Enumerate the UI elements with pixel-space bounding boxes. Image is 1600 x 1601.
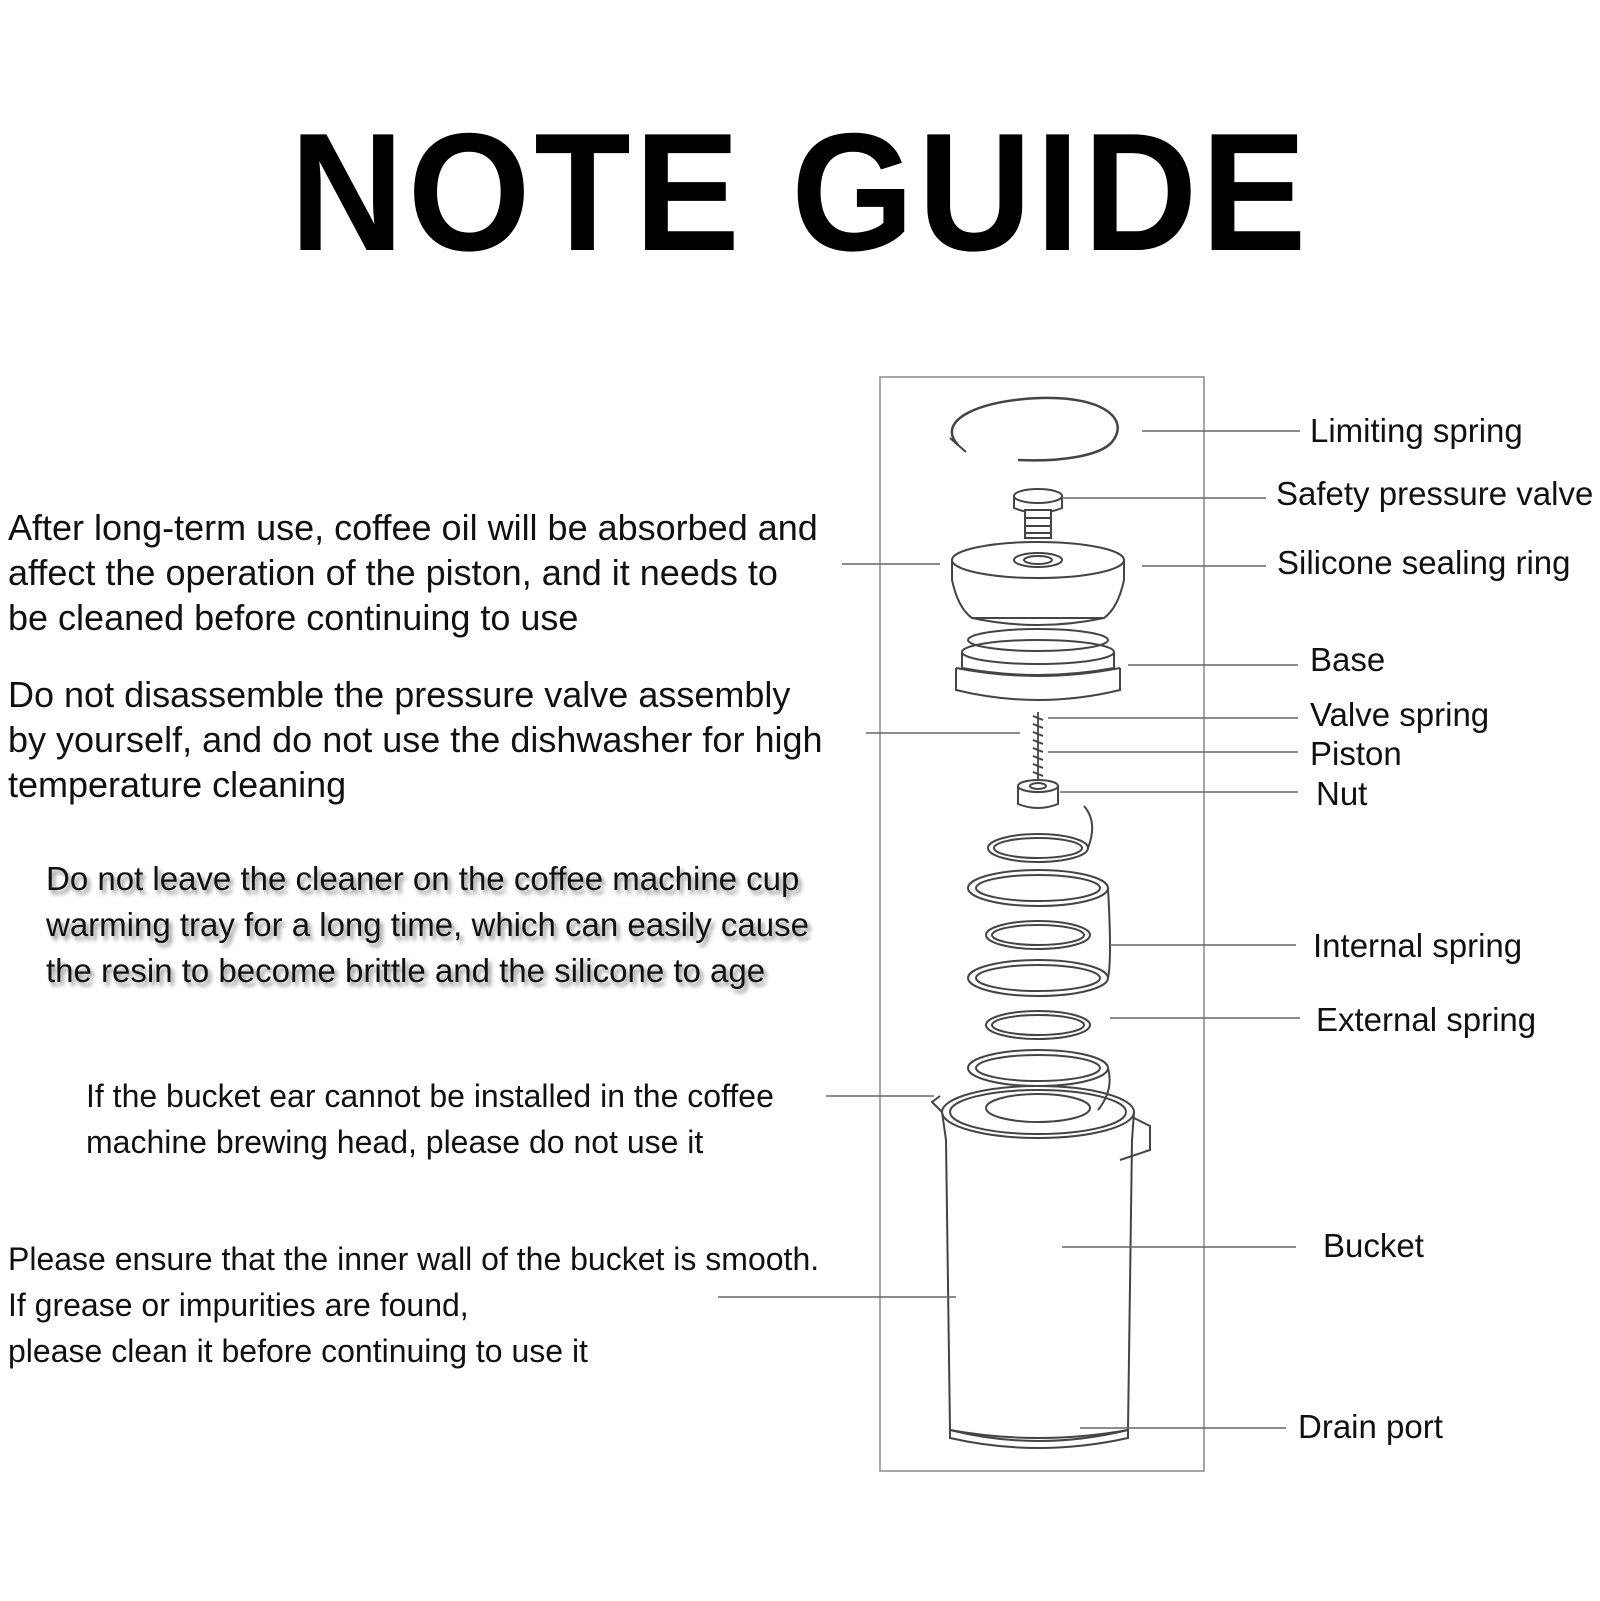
valve-spring-part	[1032, 712, 1044, 780]
label-internal-spring: Internal spring	[1313, 927, 1523, 964]
label-base: Base	[1310, 641, 1386, 678]
note-line: machine brewing head, please do not use …	[86, 1124, 704, 1160]
note-inner-wall: Please ensure that the inner wall of the…	[8, 1236, 819, 1374]
silicone-sealing-ring-part	[951, 541, 1125, 626]
note-bucket-ear: If the bucket ear cannot be installed in…	[86, 1073, 774, 1165]
note-line: temperature cleaning	[8, 764, 347, 805]
bucket-part	[930, 1085, 1151, 1449]
leader-lines	[718, 430, 1300, 1429]
label-external-spring: External spring	[1316, 1001, 1537, 1038]
note-line: If the bucket ear cannot be installed in…	[86, 1078, 774, 1114]
note-line: After long-term use, coffee oil will be …	[8, 507, 818, 548]
label-valve-spring: Valve spring	[1310, 696, 1490, 733]
note-line: Do not disassemble the pressure valve as…	[8, 674, 791, 715]
safety-pressure-valve-part	[1013, 488, 1063, 539]
note-line: warming tray for a long time, which can …	[46, 906, 809, 943]
note-line: Do not leave the cleaner on the coffee m…	[46, 860, 800, 897]
note-line: be cleaned before continuing to use	[8, 597, 579, 638]
label-bucket: Bucket	[1323, 1227, 1424, 1264]
note-line: the resin to become brittle and the sili…	[46, 952, 766, 989]
limiting-spring-part	[950, 396, 1119, 462]
label-drain-port: Drain port	[1298, 1408, 1443, 1445]
base-part	[955, 628, 1121, 701]
label-safety-pressure-valve: Safety pressure valve	[1276, 475, 1594, 512]
label-piston: Piston	[1310, 735, 1402, 772]
diagram-frame	[879, 376, 1205, 1472]
note-line: by yourself, and do not use the dishwash…	[8, 719, 823, 760]
spring-coils-part	[967, 805, 1111, 1123]
label-limiting-spring: Limiting spring	[1310, 412, 1523, 449]
label-silicone-sealing-ring: Silicone sealing ring	[1277, 544, 1571, 581]
note-line: affect the operation of the piston, and …	[8, 552, 778, 593]
page-title: NOTE GUIDE	[289, 98, 1311, 286]
note-line: Please ensure that the inner wall of the…	[8, 1241, 820, 1277]
nut-part	[1017, 779, 1059, 809]
label-nut: Nut	[1316, 775, 1368, 812]
note-line: please clean it before continuing to use…	[8, 1333, 588, 1369]
note-cleaner-warming-tray: Do not leave the cleaner on the coffee m…	[46, 856, 809, 994]
note-pressure-valve: Do not disassemble the pressure valve as…	[8, 672, 823, 807]
note-coffee-oil: After long-term use, coffee oil will be …	[8, 505, 818, 640]
note-line: If grease or impurities are found,	[8, 1287, 469, 1323]
